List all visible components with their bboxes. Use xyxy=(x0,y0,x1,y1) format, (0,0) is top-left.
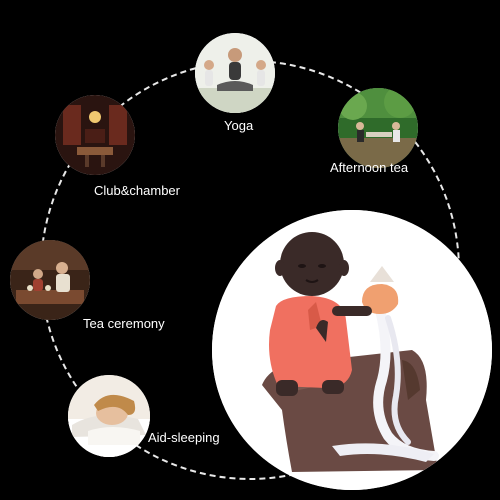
tea-ceremony-photo-art xyxy=(10,240,90,320)
monk-incense-burner-photo xyxy=(212,210,492,490)
tea-ceremony-photo xyxy=(10,240,90,320)
aid-sleeping-photo-art xyxy=(68,375,150,457)
monk-robe xyxy=(269,296,352,388)
incense-cone-holder xyxy=(362,284,399,314)
label-club-chamber: Club&chamber xyxy=(94,183,180,198)
aid-sleeping-photo xyxy=(68,375,150,457)
label-yoga: Yoga xyxy=(224,118,254,133)
afternoon-tea-photo-art xyxy=(338,88,418,168)
label-afternoon-tea: Afternoon tea xyxy=(330,160,409,175)
monk-incense-burner-art xyxy=(212,210,492,490)
incense-cone xyxy=(370,266,394,282)
club-chamber-photo-art xyxy=(55,95,135,175)
yoga-photo-art xyxy=(195,33,275,113)
yoga-photo xyxy=(195,33,275,113)
monk-head xyxy=(280,232,344,296)
club-chamber-photo xyxy=(55,95,135,175)
afternoon-tea-photo xyxy=(338,88,418,168)
label-aid-sleeping: Aid-sleeping xyxy=(148,430,220,445)
label-tea-ceremony: Tea ceremony xyxy=(83,316,165,331)
